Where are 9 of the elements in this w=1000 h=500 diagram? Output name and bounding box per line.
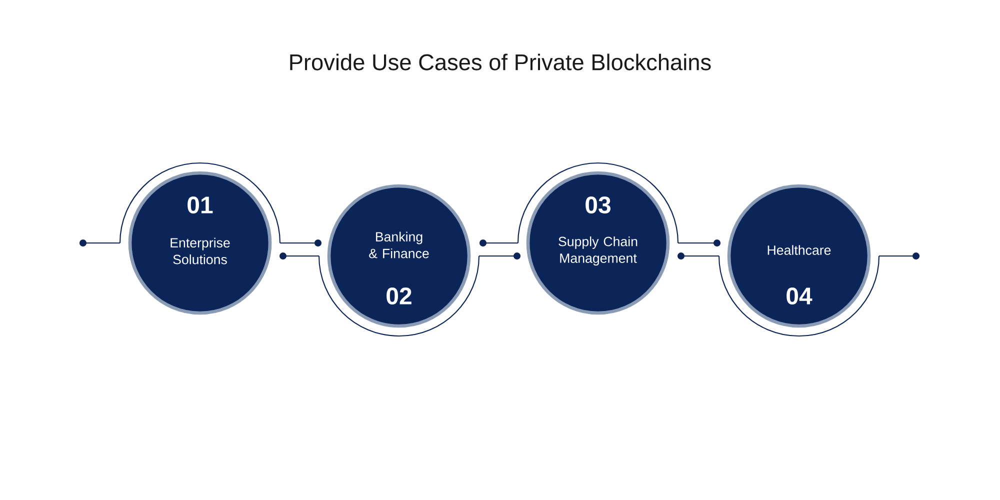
connector-line	[479, 252, 520, 260]
connector-line	[280, 240, 322, 246]
connector-line	[678, 252, 719, 260]
connector-line	[678, 240, 720, 246]
connector-line	[879, 252, 920, 260]
title: Provide Use Cases of Private Blockchains	[290, 54, 711, 70]
connector-line	[480, 240, 518, 246]
connector-line	[280, 252, 319, 260]
connector-line	[80, 240, 120, 246]
